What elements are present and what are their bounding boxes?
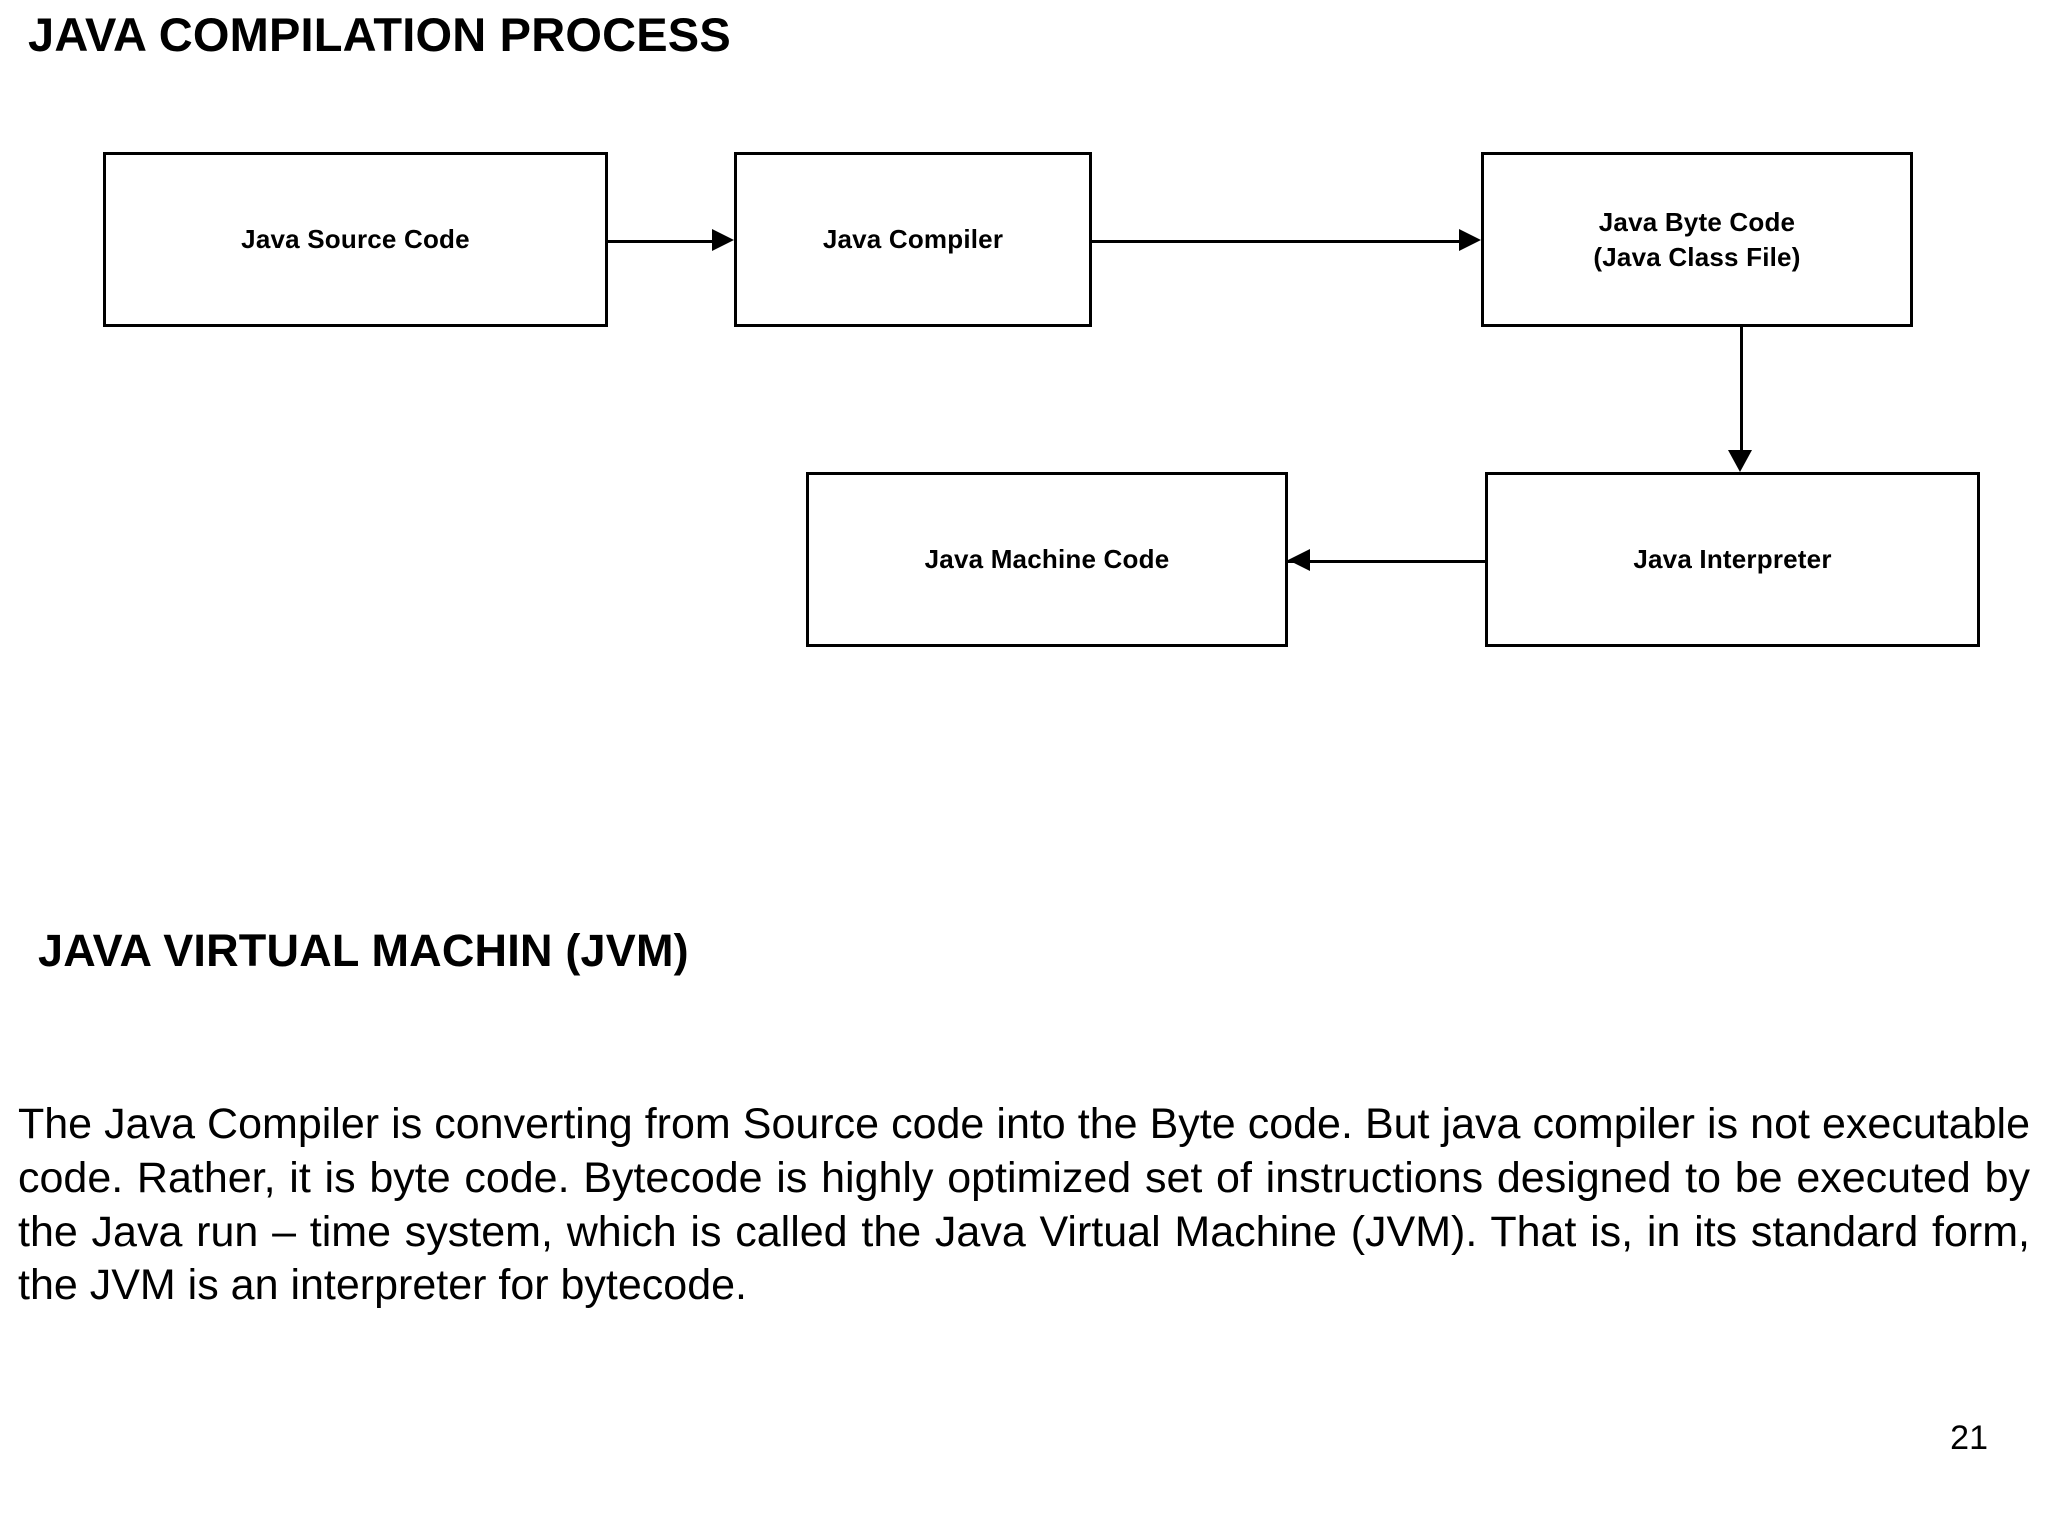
node-label: Java Source Code [241, 224, 470, 255]
diagram-node-java-interpreter: Java Interpreter [1485, 472, 1980, 647]
section-title: JAVA VIRTUAL MACHIN (JVM) [38, 925, 689, 976]
node-label: Java Machine Code [924, 544, 1170, 575]
connector-line [1092, 240, 1461, 243]
body-paragraph: The Java Compiler is converting from Sou… [18, 1100, 2030, 1310]
connector-line [1740, 327, 1743, 455]
arrow-interpreter-to-machine-code [1288, 549, 1485, 584]
arrow-right-icon [712, 229, 734, 251]
diagram-node-java-byte-code: Java Byte Code (Java Class File) [1481, 152, 1913, 327]
node-label: Java Byte Code (Java Class File) [1593, 207, 1801, 272]
arrow-left-icon [1288, 549, 1310, 571]
compilation-process-diagram: Java Source Code Java Compiler Java Byte… [0, 0, 2048, 700]
diagram-node-java-source-code: Java Source Code [103, 152, 608, 327]
connector-line [608, 240, 714, 243]
node-label: Java Interpreter [1633, 544, 1832, 575]
arrow-right-icon [1459, 229, 1481, 251]
node-label: Java Compiler [822, 224, 1004, 255]
page-title: JAVA COMPILATION PROCESS [28, 8, 731, 61]
page-number: 21 [1950, 1419, 1988, 1457]
arrow-down-icon [1728, 450, 1752, 472]
diagram-node-java-compiler: Java Compiler [734, 152, 1092, 327]
connector-line [1288, 560, 1485, 563]
arrow-bytecode-to-interpreter [1728, 327, 1764, 472]
diagram-node-java-machine-code: Java Machine Code [806, 472, 1288, 647]
arrow-source-to-compiler [608, 229, 734, 264]
arrow-compiler-to-bytecode [1092, 229, 1481, 264]
